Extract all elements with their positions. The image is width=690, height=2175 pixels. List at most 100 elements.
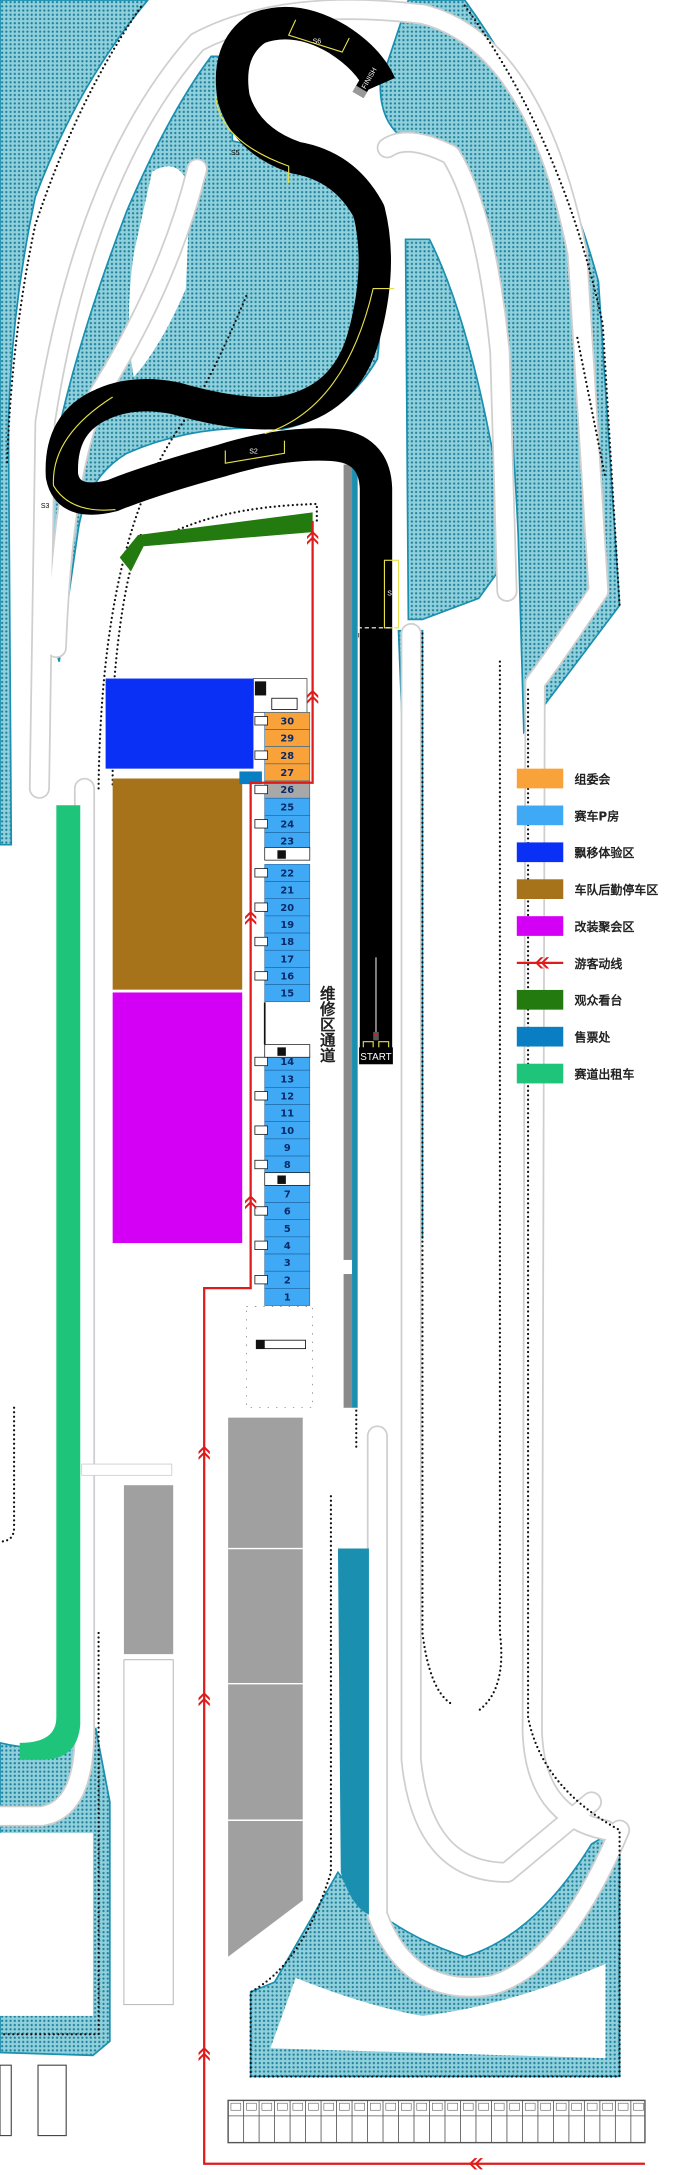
garage-4[interactable]: 4: [254, 1236, 311, 1255]
garage-number: 4: [284, 1241, 291, 1252]
pit-garages: 3029282726252423222120191817161514131211…: [254, 712, 311, 1306]
garage-29[interactable]: 29: [264, 729, 311, 747]
garage-19[interactable]: 19: [264, 915, 311, 934]
garage-door-icon: [254, 784, 268, 795]
legend-label: 组委会: [575, 771, 611, 786]
legend-swatch: [516, 916, 564, 936]
garage-number: 3: [284, 1258, 291, 1269]
legend-swatch: [516, 768, 564, 789]
legend-item: 组委会: [516, 768, 611, 789]
garage-number: 9: [284, 1143, 291, 1154]
garage-12[interactable]: 12: [254, 1087, 311, 1105]
legend-item: 游客动线: [516, 956, 623, 971]
garage-8[interactable]: 8: [254, 1155, 311, 1174]
garage-23[interactable]: 23: [264, 832, 311, 851]
garage-number: 28: [280, 751, 294, 762]
garage-24[interactable]: 24: [254, 815, 311, 833]
garage-9[interactable]: 9: [264, 1138, 311, 1157]
garage-number: 14: [280, 1057, 294, 1068]
garage-number: 24: [280, 819, 294, 830]
legend-label: 车队后勤停车区: [575, 882, 659, 897]
garage-door-icon: [254, 716, 268, 726]
garage-1[interactable]: 1: [264, 1288, 311, 1306]
circuit-taxi-lane: [19, 805, 81, 1760]
runoff-inner-left: [45, 55, 381, 662]
garage-door-icon: [254, 1125, 268, 1135]
legend-item: 观众看台: [516, 989, 623, 1010]
garage-number: 11: [280, 1109, 294, 1120]
garage-11[interactable]: 11: [264, 1104, 311, 1122]
garage-number: 16: [280, 972, 294, 983]
start-box: [359, 1047, 393, 1065]
garage-door-icon: [254, 1056, 268, 1067]
pit-lane-label: 维修区通道: [318, 984, 337, 1063]
legend-label: 飘移体验区: [575, 845, 635, 860]
garage-number: 18: [280, 937, 294, 948]
modified-car-meetup-area: [112, 992, 243, 1244]
garage-3[interactable]: 3: [264, 1253, 311, 1272]
garage-5[interactable]: 5: [264, 1219, 311, 1238]
garage-door-icon: [254, 1159, 268, 1170]
garage-22[interactable]: 22: [254, 864, 311, 882]
garage-door-icon: [254, 819, 268, 829]
legend-label: 赛车P房: [574, 808, 620, 823]
race-track: [45, 7, 395, 1063]
garage-26[interactable]: 26: [254, 780, 311, 799]
garage-number: 6: [284, 1207, 291, 1218]
garage-25[interactable]: 25: [264, 797, 311, 816]
car-parks: [0, 1417, 646, 2144]
legend-swatch: [516, 805, 564, 826]
garage-15[interactable]: 15: [264, 984, 311, 1003]
visitor-route: [198, 520, 645, 2170]
grandstand: [119, 512, 313, 572]
garage-28[interactable]: 28: [254, 746, 311, 765]
legend-label: 游客动线: [575, 956, 623, 971]
garage-door-icon: [254, 1206, 268, 1216]
legend-swatch: [516, 1063, 564, 1084]
garage-30[interactable]: 30: [254, 712, 311, 730]
garage-13[interactable]: 13: [264, 1069, 311, 1088]
legend-swatch: [516, 879, 564, 899]
garage-number: 7: [284, 1189, 291, 1200]
garage-door-icon: [254, 868, 268, 878]
legend-item: 车队后勤停车区: [516, 879, 659, 899]
garage-17[interactable]: 17: [264, 949, 311, 968]
garage-number: 23: [280, 837, 294, 848]
garage-number: 8: [284, 1160, 291, 1171]
garage-number: 1: [284, 1292, 291, 1303]
garage-number: 2: [284, 1275, 291, 1286]
runoff-left-outer: [0, 0, 149, 846]
garage-16[interactable]: 16: [254, 967, 311, 985]
sector-label-s5: S5: [231, 150, 240, 157]
garage-door-icon: [254, 1091, 268, 1101]
garage-27[interactable]: 27: [264, 763, 311, 782]
sector-label-s2: S2: [249, 448, 258, 455]
garage-21[interactable]: 21: [264, 881, 311, 900]
garage-number: 27: [280, 768, 294, 779]
sector-label-s6: S6: [313, 39, 322, 46]
sector-label-s4: S4: [353, 372, 362, 379]
garage-number: 30: [280, 716, 294, 727]
garage-6[interactable]: 6: [254, 1202, 311, 1220]
sector-label-s3: S3: [41, 503, 50, 510]
garage-7[interactable]: 7: [264, 1185, 311, 1203]
garage-20[interactable]: 20: [254, 898, 311, 917]
initiation-label: INITIATION: [358, 633, 391, 640]
garage-door-icon: [254, 936, 268, 947]
garage-number: 26: [280, 785, 294, 796]
garage-door-icon: [254, 750, 268, 760]
ticket-office: [239, 771, 262, 785]
legend-item: 售票处: [516, 1026, 610, 1047]
garage-18[interactable]: 18: [254, 932, 311, 951]
legend-label: 改装聚会区: [575, 919, 635, 934]
garage-door-icon: [254, 902, 268, 912]
garage-10[interactable]: 10: [254, 1121, 311, 1140]
start-label: START: [360, 1052, 391, 1063]
garage-door-icon: [254, 1240, 268, 1250]
facility-icon: [277, 850, 286, 859]
sector-markers: [52, 19, 400, 629]
garage-2[interactable]: 2: [254, 1270, 311, 1289]
legend-label: 观众看台: [574, 993, 623, 1008]
